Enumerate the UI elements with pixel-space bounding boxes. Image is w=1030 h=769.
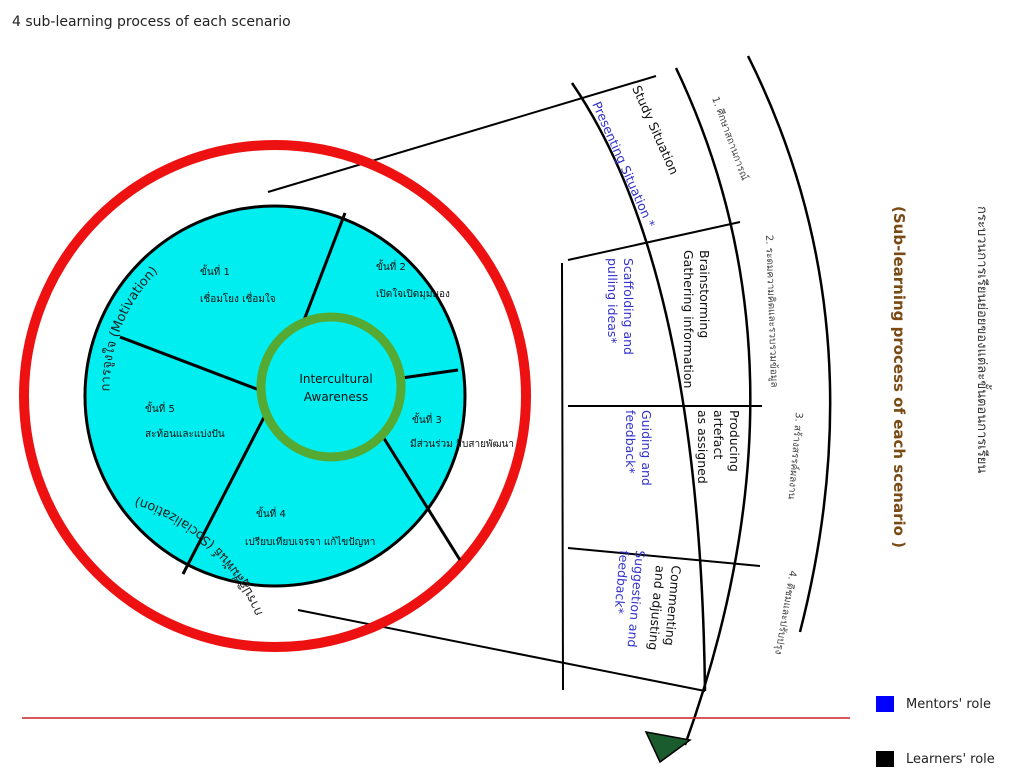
fan-divider-1 <box>567 221 741 261</box>
center-line-2: Awareness <box>304 390 368 404</box>
step3-learner-role-a: Producing <box>727 410 742 472</box>
segment-4-desc: เปรียบเทียบเจรจา แก้ไขปัญหา <box>245 536 375 548</box>
legend-learners-label: Learners' role <box>906 751 995 767</box>
segment-5-step: ขั้นที่ 5 <box>145 401 175 415</box>
outer-red-ring <box>19 140 531 652</box>
segment-1-desc: เชื่อมโยง เชื่อมใจ <box>200 291 276 305</box>
fan-divider-3 <box>567 547 761 567</box>
step2-learner-role-b: Gathering information <box>681 250 696 388</box>
step4-learner-role-a: Commenting <box>662 565 684 647</box>
side-title-english: (Sub-learning process of each scenario ) <box>890 206 908 548</box>
step4-thai-label: 4. ติชมและปรับปรุง <box>772 569 798 655</box>
mentor-swatch-icon <box>876 696 894 712</box>
segment-3-desc: มีส่วนร่วม สืบสายพัฒนา <box>410 438 514 450</box>
step2-learner-role-a: Brainstorming <box>697 250 712 338</box>
fan-middle-arc <box>674 67 752 746</box>
step2-thai-label: 2. ระดมความคิดและรวบรวมข้อมูล <box>763 235 780 388</box>
fan-inner-arc <box>570 82 707 692</box>
segment-5-desc: สะท้อนและแบ่งปัน <box>145 428 225 440</box>
legend-learners: Learners' role <box>876 751 995 767</box>
sub-process-fan <box>267 55 832 746</box>
step4-learner-role-b: and adjusting <box>646 565 668 651</box>
step3-thai-label: 3. สร้างสรรค์ผลงาน <box>785 412 805 500</box>
step3-mentor-role-b: feedback* <box>623 410 638 474</box>
learner-swatch-icon <box>876 751 894 767</box>
triangle-down-arrow-icon <box>644 731 692 764</box>
step2-mentor-role-a: Scaffolding and <box>621 258 636 355</box>
side-title-thai: กระบวนการเรียนย่อยของแต่ละขั้นตอนการเรีย… <box>974 206 992 473</box>
step3-learner-role-b: artefact <box>711 410 726 459</box>
page-title: 4 sub-learning process of each scenario <box>12 14 291 30</box>
segment-2-desc: เปิดใจเปิดมุมมอง <box>376 288 450 300</box>
segment-1-step: ขั้นที่ 1 <box>200 264 230 278</box>
center-awareness-ring <box>256 312 406 462</box>
segment-2-step: ขั้นที่ 2 <box>376 259 406 273</box>
step2-mentor-role-b: pulling ideas* <box>605 258 620 344</box>
legend-mentors: Mentors' role <box>876 696 991 712</box>
legend-mentors-label: Mentors' role <box>906 696 991 712</box>
step1-learner-role: Study Situation <box>629 83 682 177</box>
fan-outer-arc <box>746 55 832 633</box>
segment-4-step: ขั้นที่ 4 <box>256 506 286 520</box>
step3-learner-role-c: as assigned <box>695 410 710 484</box>
step3-mentor-role-a: Guiding and <box>639 410 654 486</box>
step4-mentor-role-b: feedback* <box>611 550 631 615</box>
center-line-1: Intercultural <box>299 372 372 386</box>
segment-3-step: ขั้นที่ 3 <box>412 412 442 426</box>
